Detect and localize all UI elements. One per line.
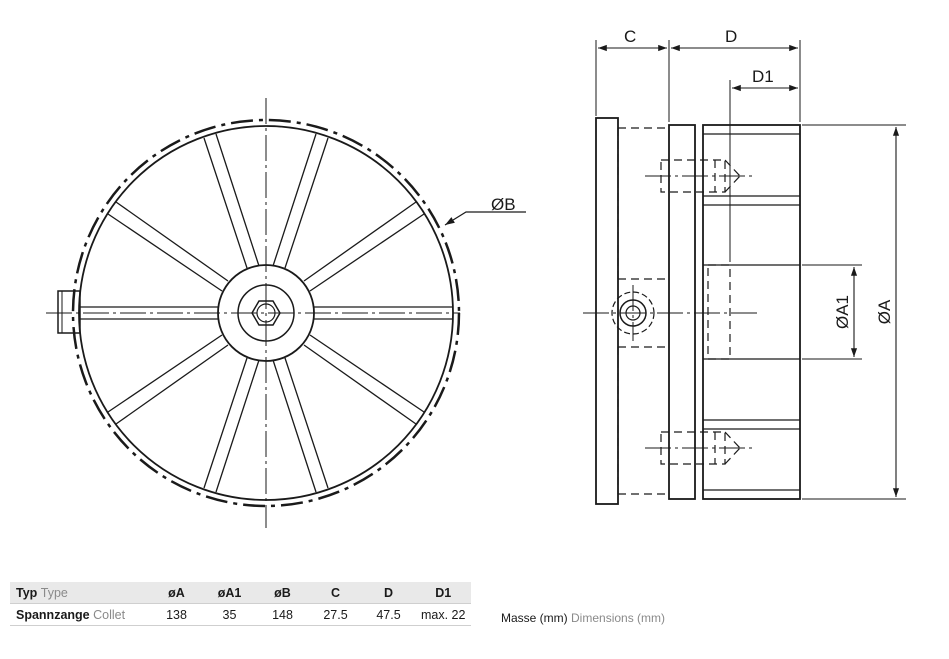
units-en: Dimensions (mm) xyxy=(571,611,666,625)
label-diameter-a: ØA xyxy=(875,299,894,324)
cell-c: 27.5 xyxy=(323,607,348,622)
label-d1: D1 xyxy=(752,67,774,86)
cell-b: 148 xyxy=(272,607,293,622)
label-d: D xyxy=(725,27,737,46)
left-flange xyxy=(595,117,619,505)
header-a: øA xyxy=(168,585,185,600)
header-d1: D1 xyxy=(435,585,452,600)
label-diameter-b: ØB xyxy=(491,195,516,214)
middle-plate xyxy=(668,124,696,500)
units-de: Masse (mm) xyxy=(501,611,568,625)
cell-d1: max. 22 xyxy=(421,607,466,622)
cell-a: 138 xyxy=(166,607,187,622)
stub-shaft xyxy=(57,290,81,334)
wheel-spokes xyxy=(80,133,452,493)
table-header-row: Typ Type øA øA1 øB C D D1 xyxy=(10,582,472,604)
header-type: Typ Type xyxy=(16,585,68,600)
technical-drawing: ØB xyxy=(46,27,906,528)
collet-body xyxy=(702,124,801,500)
cell-type: Spannzange Collet xyxy=(16,607,126,622)
label-c: C xyxy=(624,27,636,46)
side-view xyxy=(583,40,906,505)
header-a1: øA1 xyxy=(217,585,242,600)
header-c: C xyxy=(330,585,341,600)
label-diameter-a1: ØA1 xyxy=(833,295,852,329)
cell-d: 47.5 xyxy=(376,607,401,622)
header-d: D xyxy=(383,585,394,600)
table-row: Spannzange Collet 138 35 148 27.5 47.5 m… xyxy=(10,604,472,626)
header-b: øB xyxy=(274,585,291,600)
cell-a1: 35 xyxy=(222,607,237,622)
dimensions-table: Typ Type øA øA1 øB C D D1 Spannzange Col… xyxy=(10,582,472,626)
front-view xyxy=(46,98,526,528)
units-note: Masse (mm) Dimensions (mm) xyxy=(501,611,665,625)
